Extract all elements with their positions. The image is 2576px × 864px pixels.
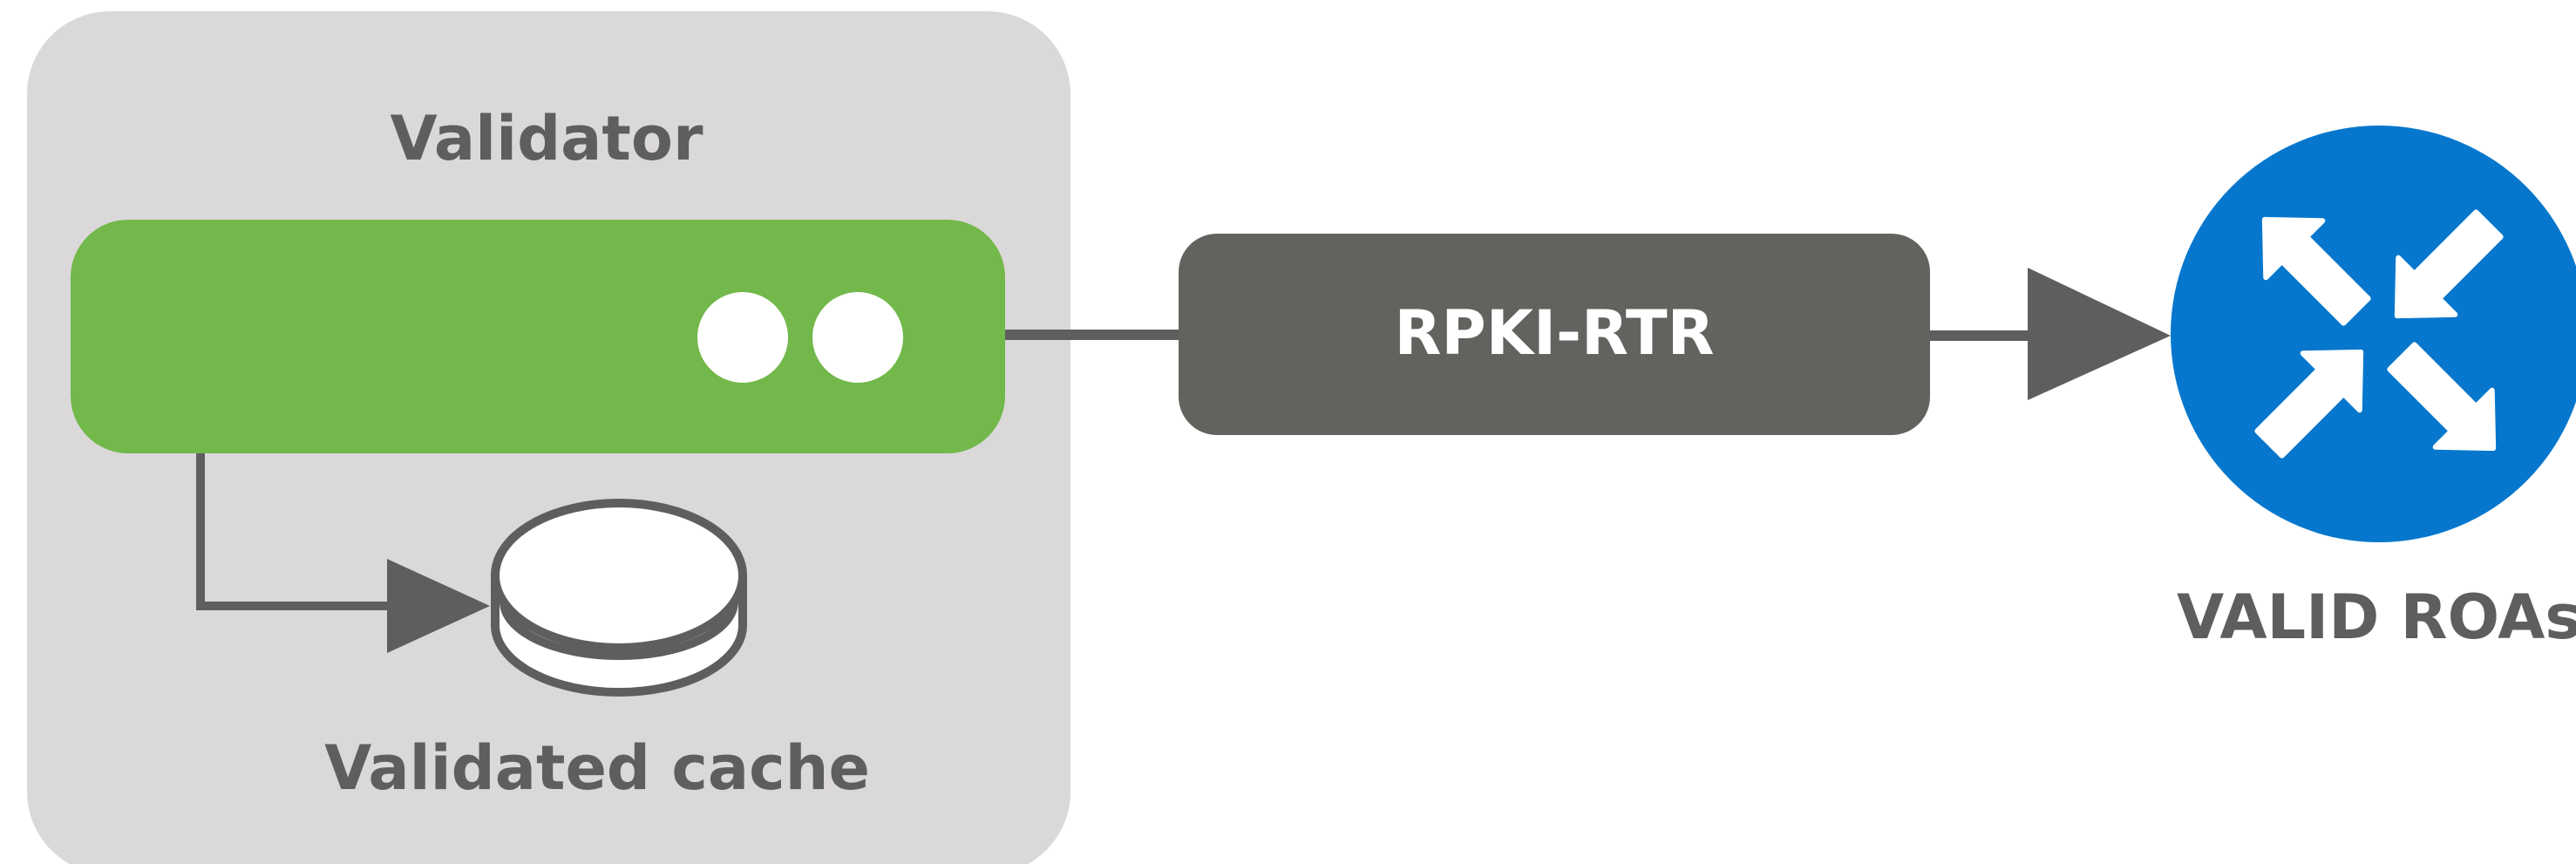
rpki-rtr-label: RPKI-RTR [1395, 297, 1715, 369]
server-cache-connector [196, 453, 391, 610]
valid-roas-label: VALID ROAs [2177, 582, 2576, 653]
cache-arrowhead [387, 559, 490, 653]
server-indicator-light [697, 292, 788, 383]
validator-server [71, 220, 1005, 453]
server-indicator-light [812, 292, 903, 383]
router-icon [2171, 126, 2576, 542]
validator-title: Validator [391, 103, 703, 174]
router-arrowhead [2028, 268, 2171, 400]
validated-cache-database-icon [491, 499, 747, 697]
rpki-rtr-box [1179, 234, 1930, 435]
validated-cache-label: Validated cache [324, 732, 870, 804]
